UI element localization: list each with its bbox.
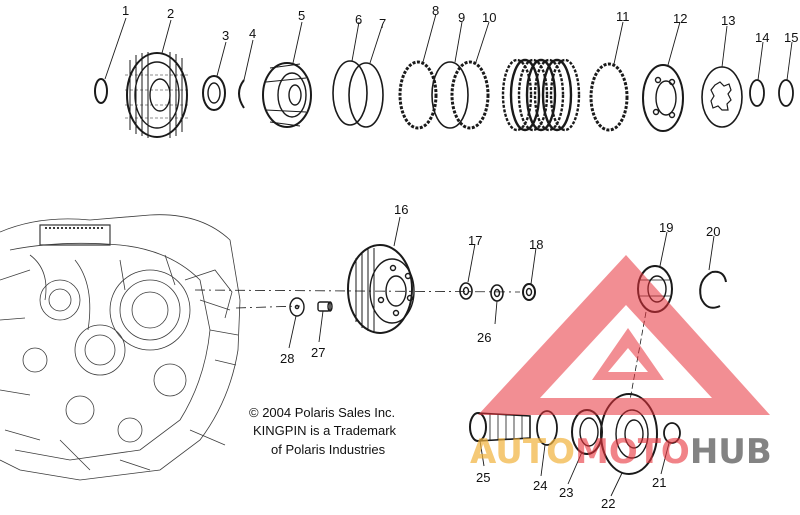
copyright-line-1: © 2004 Polaris Sales Inc. xyxy=(249,405,395,420)
part-27-pin xyxy=(317,301,333,312)
assembly-axis-line xyxy=(194,289,521,309)
copyright-notice: © 2004 Polaris Sales Inc. KINGPIN is a T… xyxy=(249,405,397,457)
callout-8: 8 xyxy=(432,3,439,18)
callout-25: 25 xyxy=(476,470,490,485)
part-15-ring xyxy=(778,79,794,107)
callout-23: 23 xyxy=(559,485,573,500)
part-10-friction-plate xyxy=(450,60,490,130)
callout-15: 15 xyxy=(784,30,798,45)
callout-13: 13 xyxy=(721,13,735,28)
part-18-nut xyxy=(522,283,536,301)
callout-4: 4 xyxy=(249,26,256,41)
part-1-snap-ring xyxy=(94,78,108,104)
callout-3: 3 xyxy=(222,28,229,43)
copyright-line-2: KINGPIN is a Trademark xyxy=(253,423,397,438)
callout-10: 10 xyxy=(482,10,496,25)
callout-9: 9 xyxy=(458,10,465,25)
watermark-text-moto: MOTO xyxy=(575,432,690,472)
callout-12: 12 xyxy=(673,11,687,26)
part-11-friction-plate xyxy=(589,62,629,132)
part-28-washer xyxy=(289,297,305,317)
engine-case-sketch xyxy=(0,214,241,481)
callout-7: 7 xyxy=(379,16,386,31)
part-3-bearing xyxy=(202,75,226,111)
callout-1: 1 xyxy=(122,3,129,18)
callout-26: 26 xyxy=(477,330,491,345)
callout-5: 5 xyxy=(298,8,305,23)
watermark-inner-triangle xyxy=(592,328,664,380)
watermark-text: AUTOMOTOHUB xyxy=(470,432,772,472)
callout-2: 2 xyxy=(167,6,174,21)
clutch-plate-pack xyxy=(501,58,581,132)
watermark-text-auto: AUTO xyxy=(470,432,575,472)
callout-18: 18 xyxy=(529,237,543,252)
callout-numbers: 1 2 3 4 5 6 7 8 9 10 11 12 13 14 15 16 1… xyxy=(122,3,798,511)
part-9-steel-plate xyxy=(431,61,469,129)
part-21-o-ring xyxy=(663,422,681,444)
part-13-splined-plate xyxy=(701,66,743,128)
part-26-washer xyxy=(490,284,504,302)
lower-parts xyxy=(194,244,727,475)
copyright-line-3: of Polaris Industries xyxy=(271,442,386,457)
callout-11: 11 xyxy=(616,9,630,24)
callout-16: 16 xyxy=(394,202,408,217)
part-14-ring xyxy=(749,79,765,107)
top-row-parts xyxy=(94,52,794,138)
callout-17: 17 xyxy=(468,233,482,248)
shaft-axis-line xyxy=(629,311,647,401)
callout-21: 21 xyxy=(652,475,666,490)
part-6-ring xyxy=(332,60,368,126)
part-4-clip xyxy=(238,79,245,109)
part-5-clutch-hub xyxy=(262,62,312,128)
part-2-clutch-drum xyxy=(125,52,190,138)
part-20-snap-ring xyxy=(699,271,721,309)
watermark-triangle xyxy=(478,255,770,415)
part-8-friction-plate xyxy=(398,60,438,130)
leader-lines xyxy=(104,13,793,497)
callout-6: 6 xyxy=(355,12,362,27)
callout-14: 14 xyxy=(755,30,769,45)
part-17-washer xyxy=(459,282,473,300)
callout-28: 28 xyxy=(280,351,294,366)
watermark-logo: AUTOMOTOHUB xyxy=(470,255,772,472)
callout-27: 27 xyxy=(311,345,325,360)
part-16-clutch-basket xyxy=(347,244,415,334)
watermark-text-hub: HUB xyxy=(690,432,772,472)
callout-19: 19 xyxy=(659,220,673,235)
callout-24: 24 xyxy=(533,478,547,493)
part-7-ring xyxy=(348,62,384,128)
callout-22: 22 xyxy=(601,496,615,510)
part-12-pressure-plate xyxy=(642,64,684,132)
callout-20: 20 xyxy=(706,224,720,239)
